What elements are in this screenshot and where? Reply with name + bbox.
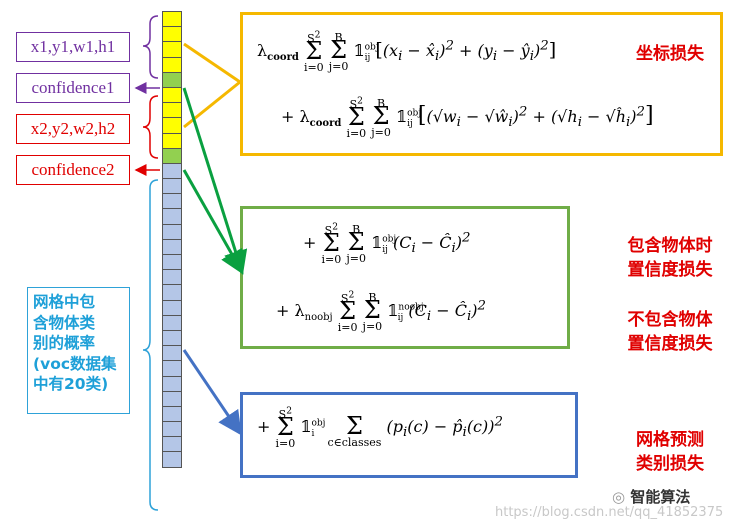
output-vector bbox=[162, 11, 182, 468]
green-arrow-2 bbox=[182, 169, 244, 275]
watermark-url: https://blog.csdn.net/qq_41852375 bbox=[495, 505, 724, 520]
coord-loss-caption: 坐标损失 bbox=[636, 44, 704, 64]
brace-class bbox=[142, 179, 159, 511]
class-loss-caption: 网格预测 类别损失 bbox=[636, 430, 704, 474]
conf-noobj-caption: 不包含物体 置信度损失 bbox=[627, 310, 713, 354]
orange-link-1 bbox=[183, 42, 241, 84]
green-arrow-1 bbox=[182, 87, 248, 275]
wechat-icon: ◎ bbox=[612, 488, 631, 506]
orange-link-2 bbox=[183, 80, 241, 129]
confidence1-label: confidence1 bbox=[16, 73, 130, 103]
confidence2-label: confidence2 bbox=[16, 155, 130, 185]
class-probability-label: 网格中包 含物体类 别的概率 (voc数据集 中有20类) bbox=[27, 287, 130, 414]
conf-obj-caption: 包含物体时 置信度损失 bbox=[627, 236, 713, 280]
brace-bbox1 bbox=[142, 15, 159, 79]
vector-cell-blue bbox=[162, 451, 182, 468]
blue-arrow bbox=[182, 349, 242, 436]
watermark-brand: ◎ 智能算法 bbox=[612, 488, 691, 506]
bbox1-label: x1,y1,w1,h1 bbox=[16, 32, 130, 62]
bbox2-label: x2,y2,w2,h2 bbox=[16, 114, 130, 144]
brace-bbox2 bbox=[142, 95, 159, 159]
